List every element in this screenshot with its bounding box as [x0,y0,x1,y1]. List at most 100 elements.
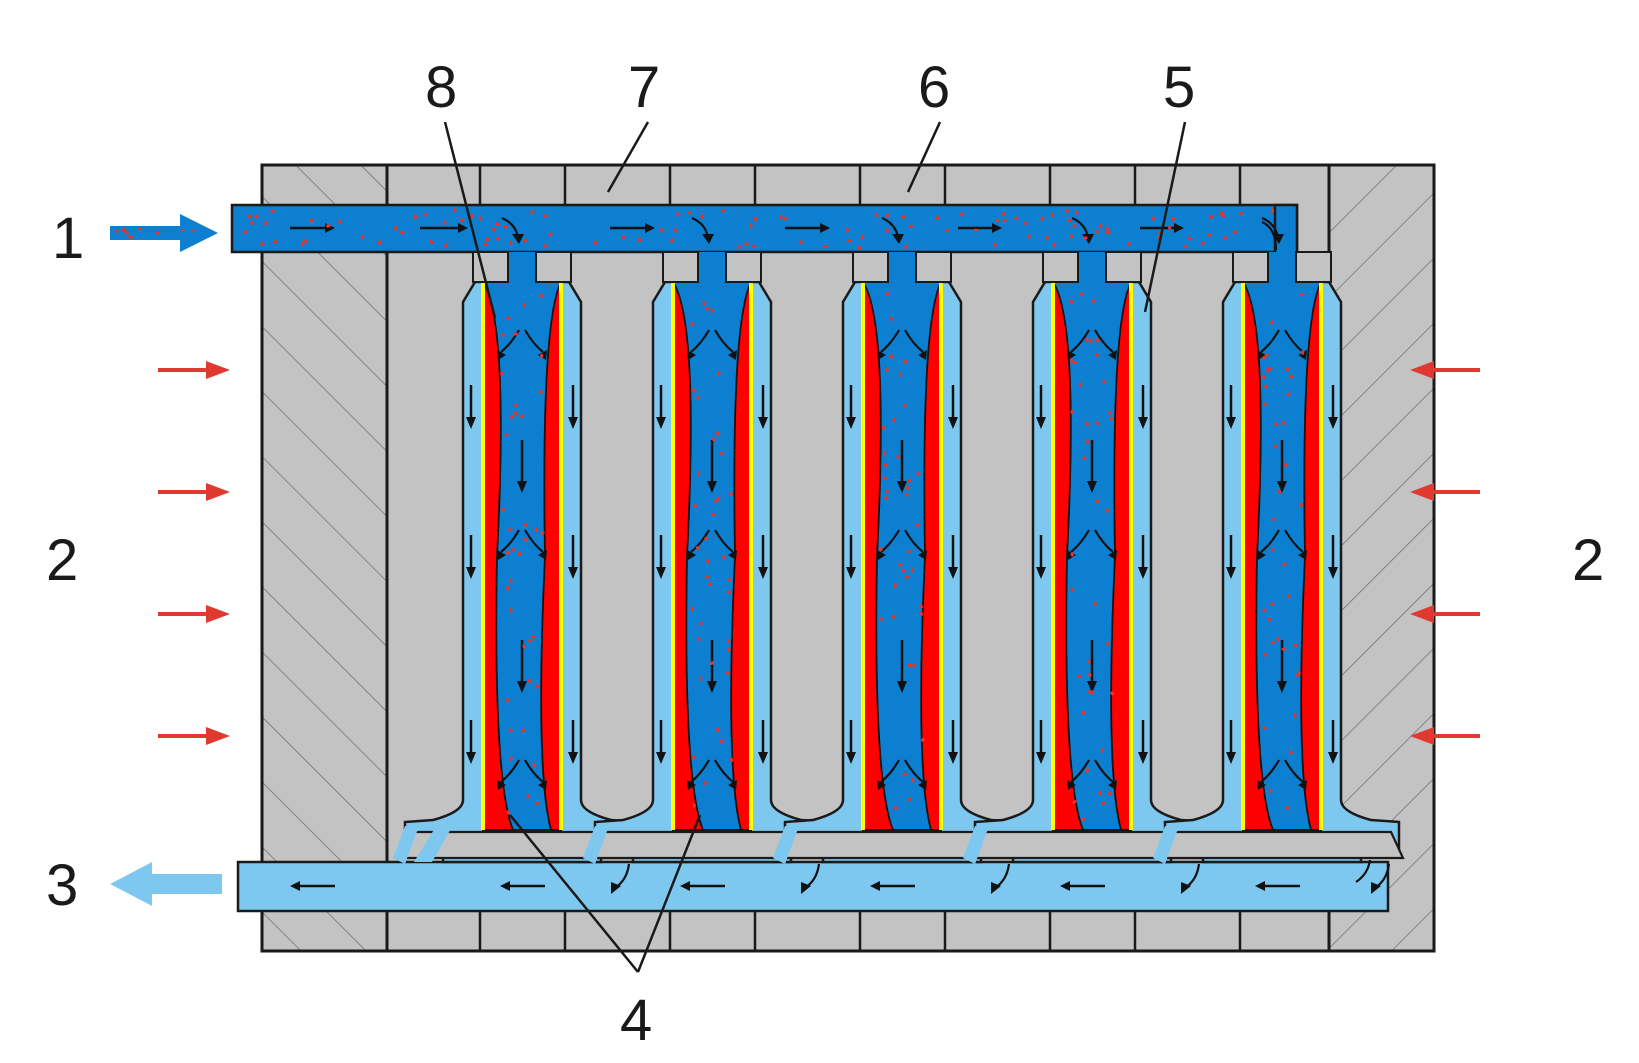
particle [704,575,709,579]
particle [902,772,908,777]
particle [523,523,528,527]
split-arrow-2-2-right [714,529,734,553]
drain-arrow-head-3 [991,882,1001,894]
particle [690,322,695,326]
particle [1281,647,1286,651]
particle [884,496,889,500]
split-arrow-2-3-left [690,759,710,783]
particle [1299,502,1303,508]
slurry-arrow-3-2-head [897,681,907,693]
particle [539,293,543,298]
pressure-arrow-left-head-2 [206,483,230,501]
particle [1264,353,1269,357]
feed-port-3 [888,252,916,284]
particle [727,647,731,653]
particle [1151,216,1155,221]
drain-arrow-head-5 [1371,882,1381,894]
particle [904,575,909,579]
particle [719,739,724,744]
particle [1295,672,1300,678]
split-arrow-4-1-right-head [1108,350,1117,360]
particle [393,225,398,231]
filtrate-arrow-r-3-2-head [948,567,958,579]
particle [1105,508,1110,513]
split-arrow-3-2-right [904,529,924,553]
particle [1267,617,1272,622]
end-plate-left [260,163,389,953]
particle [728,492,733,496]
particle [1072,360,1078,365]
particle [260,242,265,246]
particle [540,353,544,358]
particle [704,536,709,541]
split-arrow-1-1-left [500,329,520,353]
pressure-arrow-left-head-3 [206,605,230,623]
particle [1223,236,1228,240]
filter-chamber-4 [963,251,1215,864]
particle [973,228,979,233]
particle [122,228,127,232]
particle [532,763,537,768]
particle [542,214,548,218]
drain-arrow-last [1355,859,1372,883]
split-arrow-5-2-right [1284,529,1304,553]
split-arrow-5-2-left [1260,529,1280,553]
particle [1289,374,1294,379]
particle [444,243,449,248]
split-arrow-5-1-left [1260,329,1280,353]
drain-passage-5 [1153,826,1179,864]
particle [716,727,720,733]
particle [706,559,710,564]
slurry-arrow-5-2-head [1277,681,1287,693]
particle [891,615,897,619]
filter-chamber-2 [583,251,835,864]
split-arrow-5-3-left [1260,759,1280,783]
particle [935,216,940,220]
particle [1285,367,1290,371]
particle [749,223,753,228]
particle [687,210,692,215]
filter-chamber-1 [393,251,645,864]
particle [1105,231,1111,235]
particle [243,229,248,234]
split-arrow-1-3-right-head [538,780,547,790]
filtrate-arrow-r-2-1-head [758,417,768,429]
particle [993,242,997,247]
split-arrow-5-3-right-head [1298,780,1307,790]
particle [698,621,703,626]
particle [1108,416,1113,421]
inlet-channel [230,203,1299,254]
pressure-arrows [158,361,1480,745]
drain-passage-1 [393,826,419,864]
port-block-left-5 [1232,251,1269,283]
particle [523,238,528,243]
particle [1098,791,1102,796]
particle [1077,674,1082,679]
filtrate-arrow-r-4-1-head [1138,417,1148,429]
particle [727,578,732,582]
particle [523,537,528,542]
particle [326,224,331,228]
particle [510,548,515,552]
filtrate-arrow-r-1-2-head [568,567,578,579]
particle [452,208,457,213]
label-filter-plate: 6 [918,55,950,120]
particle [528,638,533,643]
particle [1274,422,1279,427]
split-arrow-1-2-right-head [538,550,547,560]
particle [1090,690,1094,695]
particle [860,234,864,240]
outlet-arrow [110,862,222,906]
particle [693,503,698,508]
particle [1108,410,1112,415]
particle [919,611,924,616]
particle [250,220,254,225]
particle [1027,234,1031,239]
particle [753,216,757,222]
filtrate-arrow-l-5-3-head [1226,752,1236,764]
split-arrow-3-3-right-head [918,780,927,790]
particle [720,209,725,213]
inlet-flow-arrow-3-head [645,223,655,233]
filtrate-arrow-l-3-2-head [846,567,856,579]
particle [885,291,891,296]
